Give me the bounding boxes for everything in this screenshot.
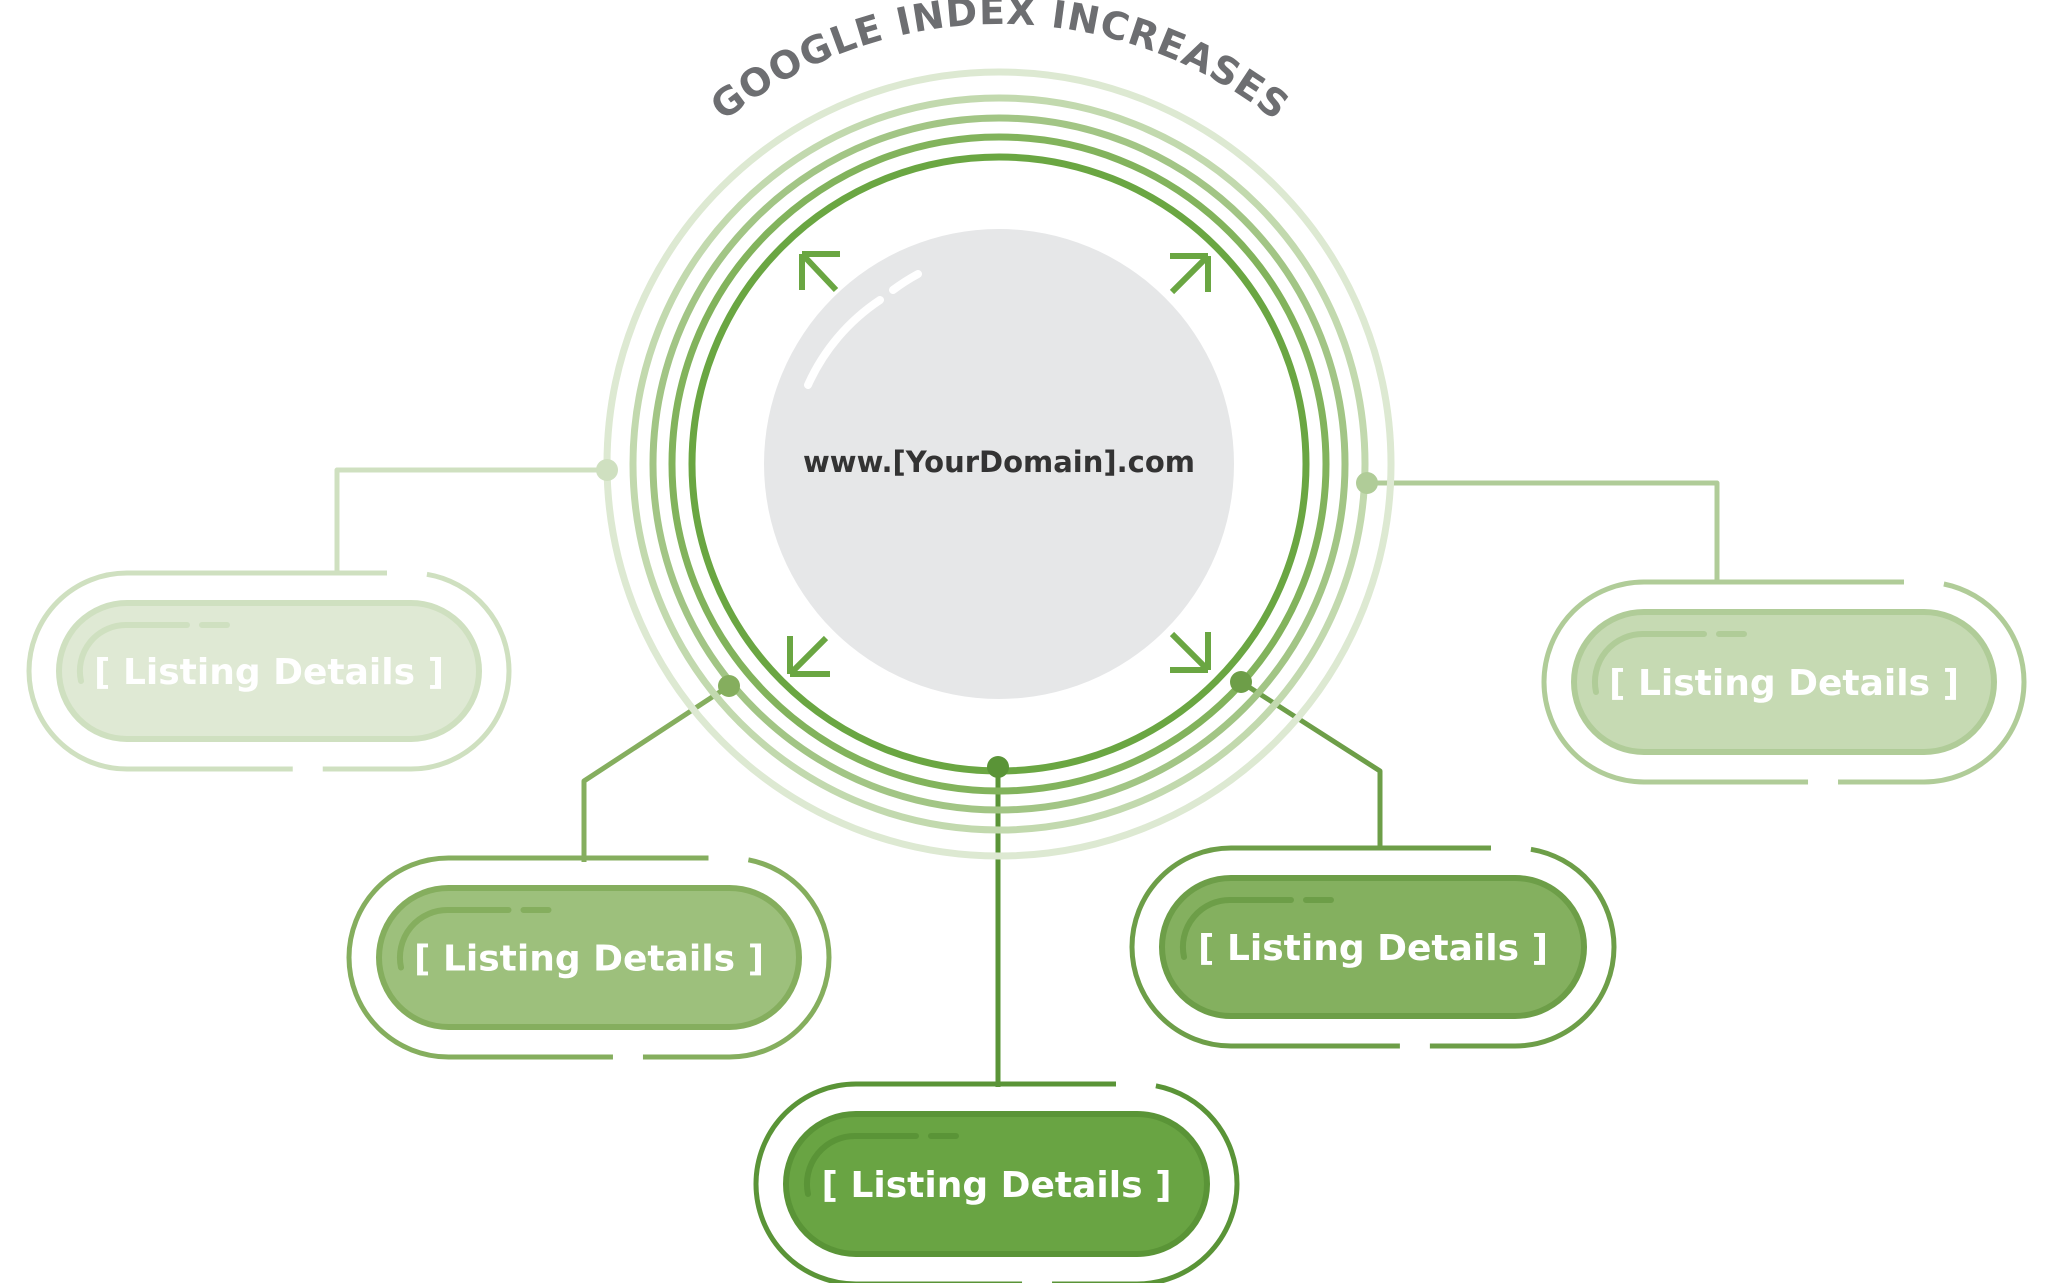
listing-pill[interactable]: [ Listing Details ]	[1356, 472, 2027, 785]
globe-highlight-dash	[889, 270, 922, 294]
pill-body	[56, 600, 482, 742]
listing-label: [ Listing Details ]	[1609, 663, 1959, 704]
arrow-up-left-icon	[799, 251, 840, 293]
arrow-down-left-icon	[787, 635, 830, 677]
pill-outer-track	[26, 570, 512, 772]
domain-label: www.[YourDomain].com	[803, 445, 1195, 479]
listing-label: [ Listing Details ]	[94, 652, 444, 693]
listing-pill[interactable]: [ Listing Details ]	[1129, 671, 1617, 1049]
connector-line	[581, 683, 731, 862]
listing-label: [ Listing Details ]	[1198, 928, 1548, 969]
listing-pills: [ Listing Details ] [ Listing Details ] [ …	[26, 459, 2027, 1283]
connector-dot	[1356, 472, 1378, 494]
connectors	[334, 467, 1720, 1087]
pill-inner-highlight	[396, 906, 552, 971]
index-ring	[629, 94, 1369, 834]
pill-inner-highlight	[76, 621, 230, 684]
pill-inner-highlight	[803, 1132, 959, 1197]
connector-line	[1367, 480, 1720, 584]
pill-outer-track	[1129, 845, 1617, 1049]
pill-body	[1159, 875, 1587, 1019]
index-ring	[649, 114, 1349, 814]
listing-label: [ Listing Details ]	[821, 1165, 1171, 1206]
listing-pill[interactable]: [ Listing Details ]	[26, 459, 618, 772]
globe-highlight	[804, 296, 884, 389]
connector-dot	[987, 756, 1009, 778]
pill-outer-track	[1541, 579, 2027, 785]
arrow-up-right-icon	[1169, 253, 1211, 295]
pill-inner-highlight	[1591, 630, 1747, 695]
pill-body	[1571, 609, 1997, 755]
diagram-title: GOOGLE INDEX INCREASES	[702, 0, 1297, 129]
connector-dot	[718, 675, 740, 697]
index-ring	[668, 133, 1330, 795]
arrow-down-right-icon	[1169, 631, 1211, 673]
listing-pill[interactable]: [ Listing Details ]	[346, 675, 832, 1060]
listing-pill[interactable]: [ Listing Details ]	[753, 756, 1240, 1283]
connector-dot	[1230, 671, 1252, 693]
pill-body	[376, 885, 802, 1030]
arrows	[787, 251, 1211, 677]
pill-outer-track	[753, 1081, 1240, 1283]
pill-inner-highlight	[1179, 896, 1334, 960]
domain-globe	[764, 229, 1234, 699]
listing-label: [ Listing Details ]	[414, 939, 764, 980]
connector-line	[1239, 679, 1383, 849]
connector-dot	[596, 459, 618, 481]
pill-body	[783, 1111, 1210, 1257]
pill-outer-track	[346, 855, 832, 1060]
connector-line	[334, 467, 607, 572]
